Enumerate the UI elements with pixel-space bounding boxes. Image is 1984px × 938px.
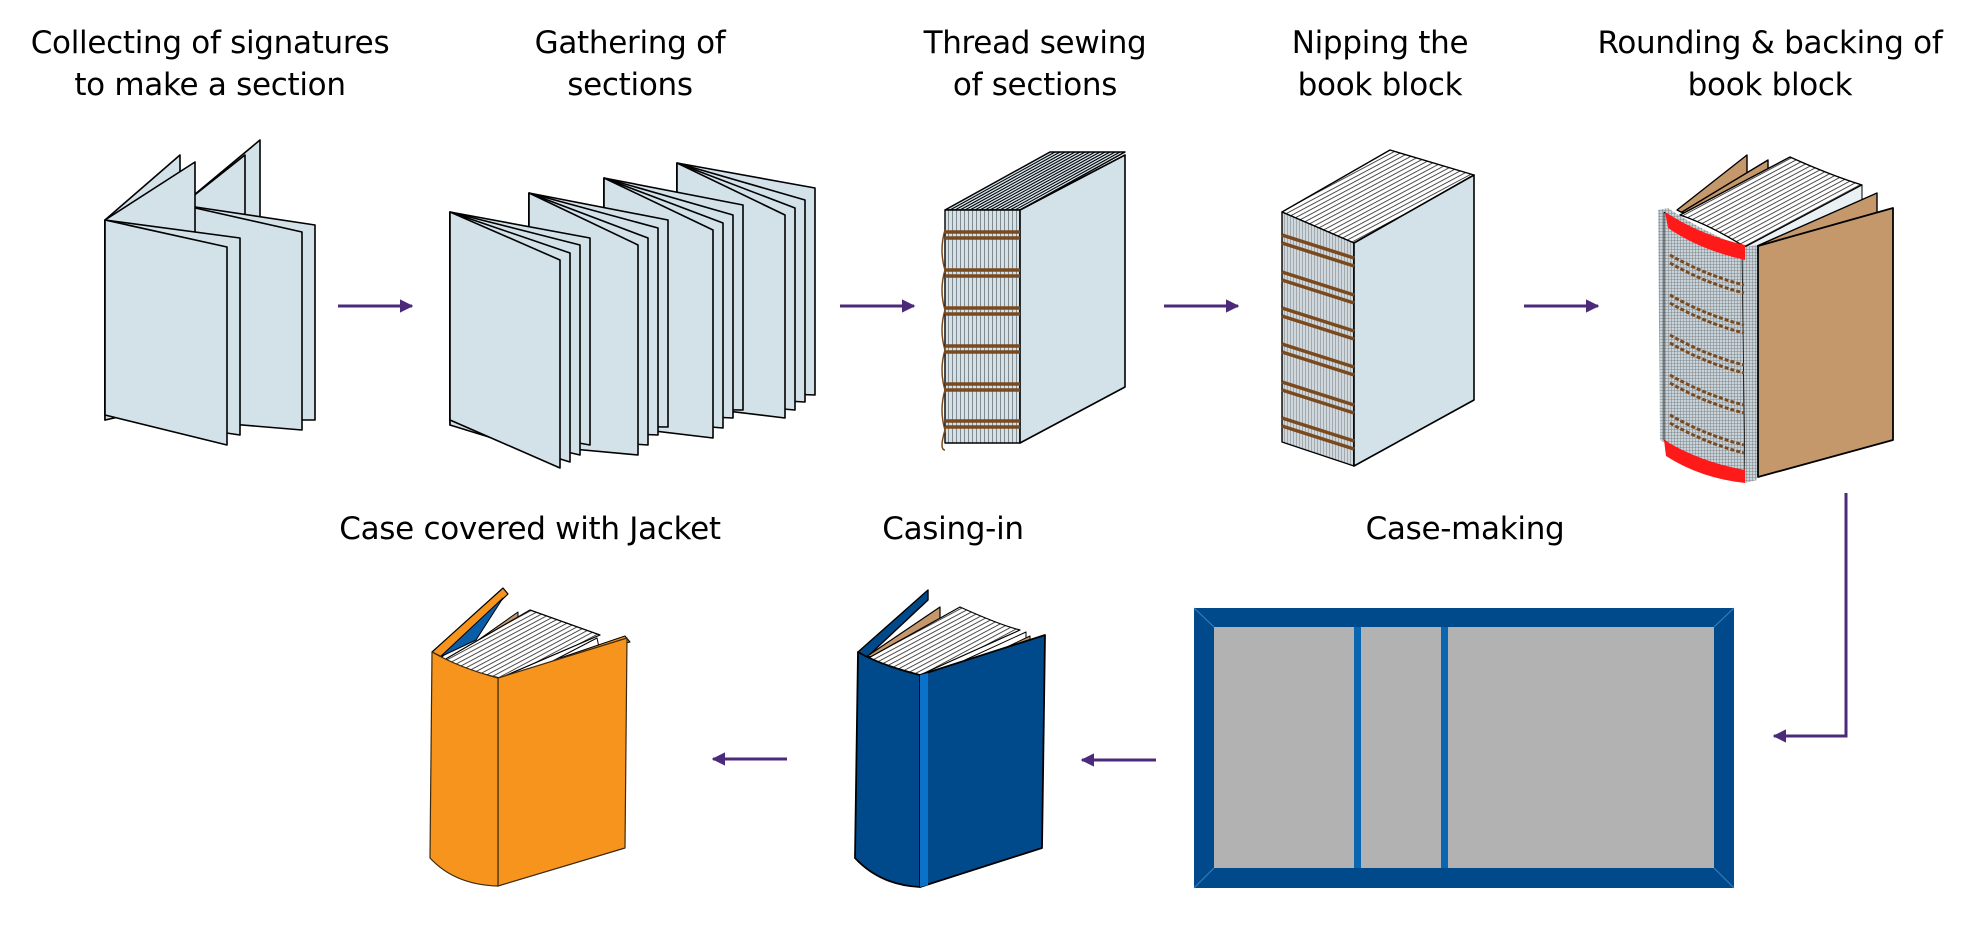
case-illustration <box>1193 607 1735 889</box>
headband-top <box>1665 212 1745 260</box>
gathered-sections-illustration <box>449 162 816 469</box>
step-label-gathering: Gathering of sections <box>480 22 780 106</box>
label-line: Rounding & backing of <box>1597 25 1943 61</box>
arrow-rounding-to-case-making <box>1772 493 1848 743</box>
rounded-block-illustration <box>1658 154 1894 483</box>
step-label-case-making: Case-making <box>1315 508 1615 550</box>
label-line: Thread sewing <box>923 25 1147 61</box>
label-line: sections <box>567 67 693 103</box>
board-left <box>1214 627 1354 868</box>
rounded-threads <box>1669 253 1745 455</box>
step-label-jacket: Case covered with Jacket <box>320 508 740 550</box>
label-line: Nipping the <box>1291 25 1469 61</box>
step-label-casing-in: Casing-in <box>803 508 1103 550</box>
label-line: Collecting of signatures <box>30 25 390 61</box>
flow-arrows <box>338 299 1848 767</box>
label-line: Case covered with Jacket <box>339 511 721 547</box>
hinge-groove <box>920 673 928 887</box>
spine-gap-left <box>1354 627 1361 868</box>
label-line: book block <box>1687 67 1853 103</box>
sewing-threads <box>941 229 1020 451</box>
label-line: book block <box>1297 67 1463 103</box>
jacketed-book-illustration <box>429 587 631 887</box>
cased-book-illustration <box>854 589 1046 888</box>
label-line: to make a section <box>74 67 346 103</box>
label-line: of sections <box>952 67 1118 103</box>
board-spine <box>1361 627 1441 868</box>
spine-gap-right <box>1441 627 1448 868</box>
step-label-collecting: Collecting of signatures to make a secti… <box>10 22 410 106</box>
nipped-threads <box>1281 233 1355 451</box>
sewn-block-illustration <box>941 151 1126 451</box>
step-label-sewing: Thread sewing of sections <box>885 22 1185 106</box>
nipped-block-illustration <box>1281 149 1475 467</box>
signatures-illustration <box>104 139 316 446</box>
board-right <box>1448 627 1714 868</box>
label-line: Case-making <box>1365 511 1565 547</box>
step-label-nipping: Nipping the book block <box>1230 22 1530 106</box>
step-label-rounding: Rounding & backing of book block <box>1580 22 1960 106</box>
headband-bottom <box>1664 440 1745 483</box>
label-line: Gathering of <box>534 25 726 61</box>
label-line: Casing-in <box>882 511 1024 547</box>
